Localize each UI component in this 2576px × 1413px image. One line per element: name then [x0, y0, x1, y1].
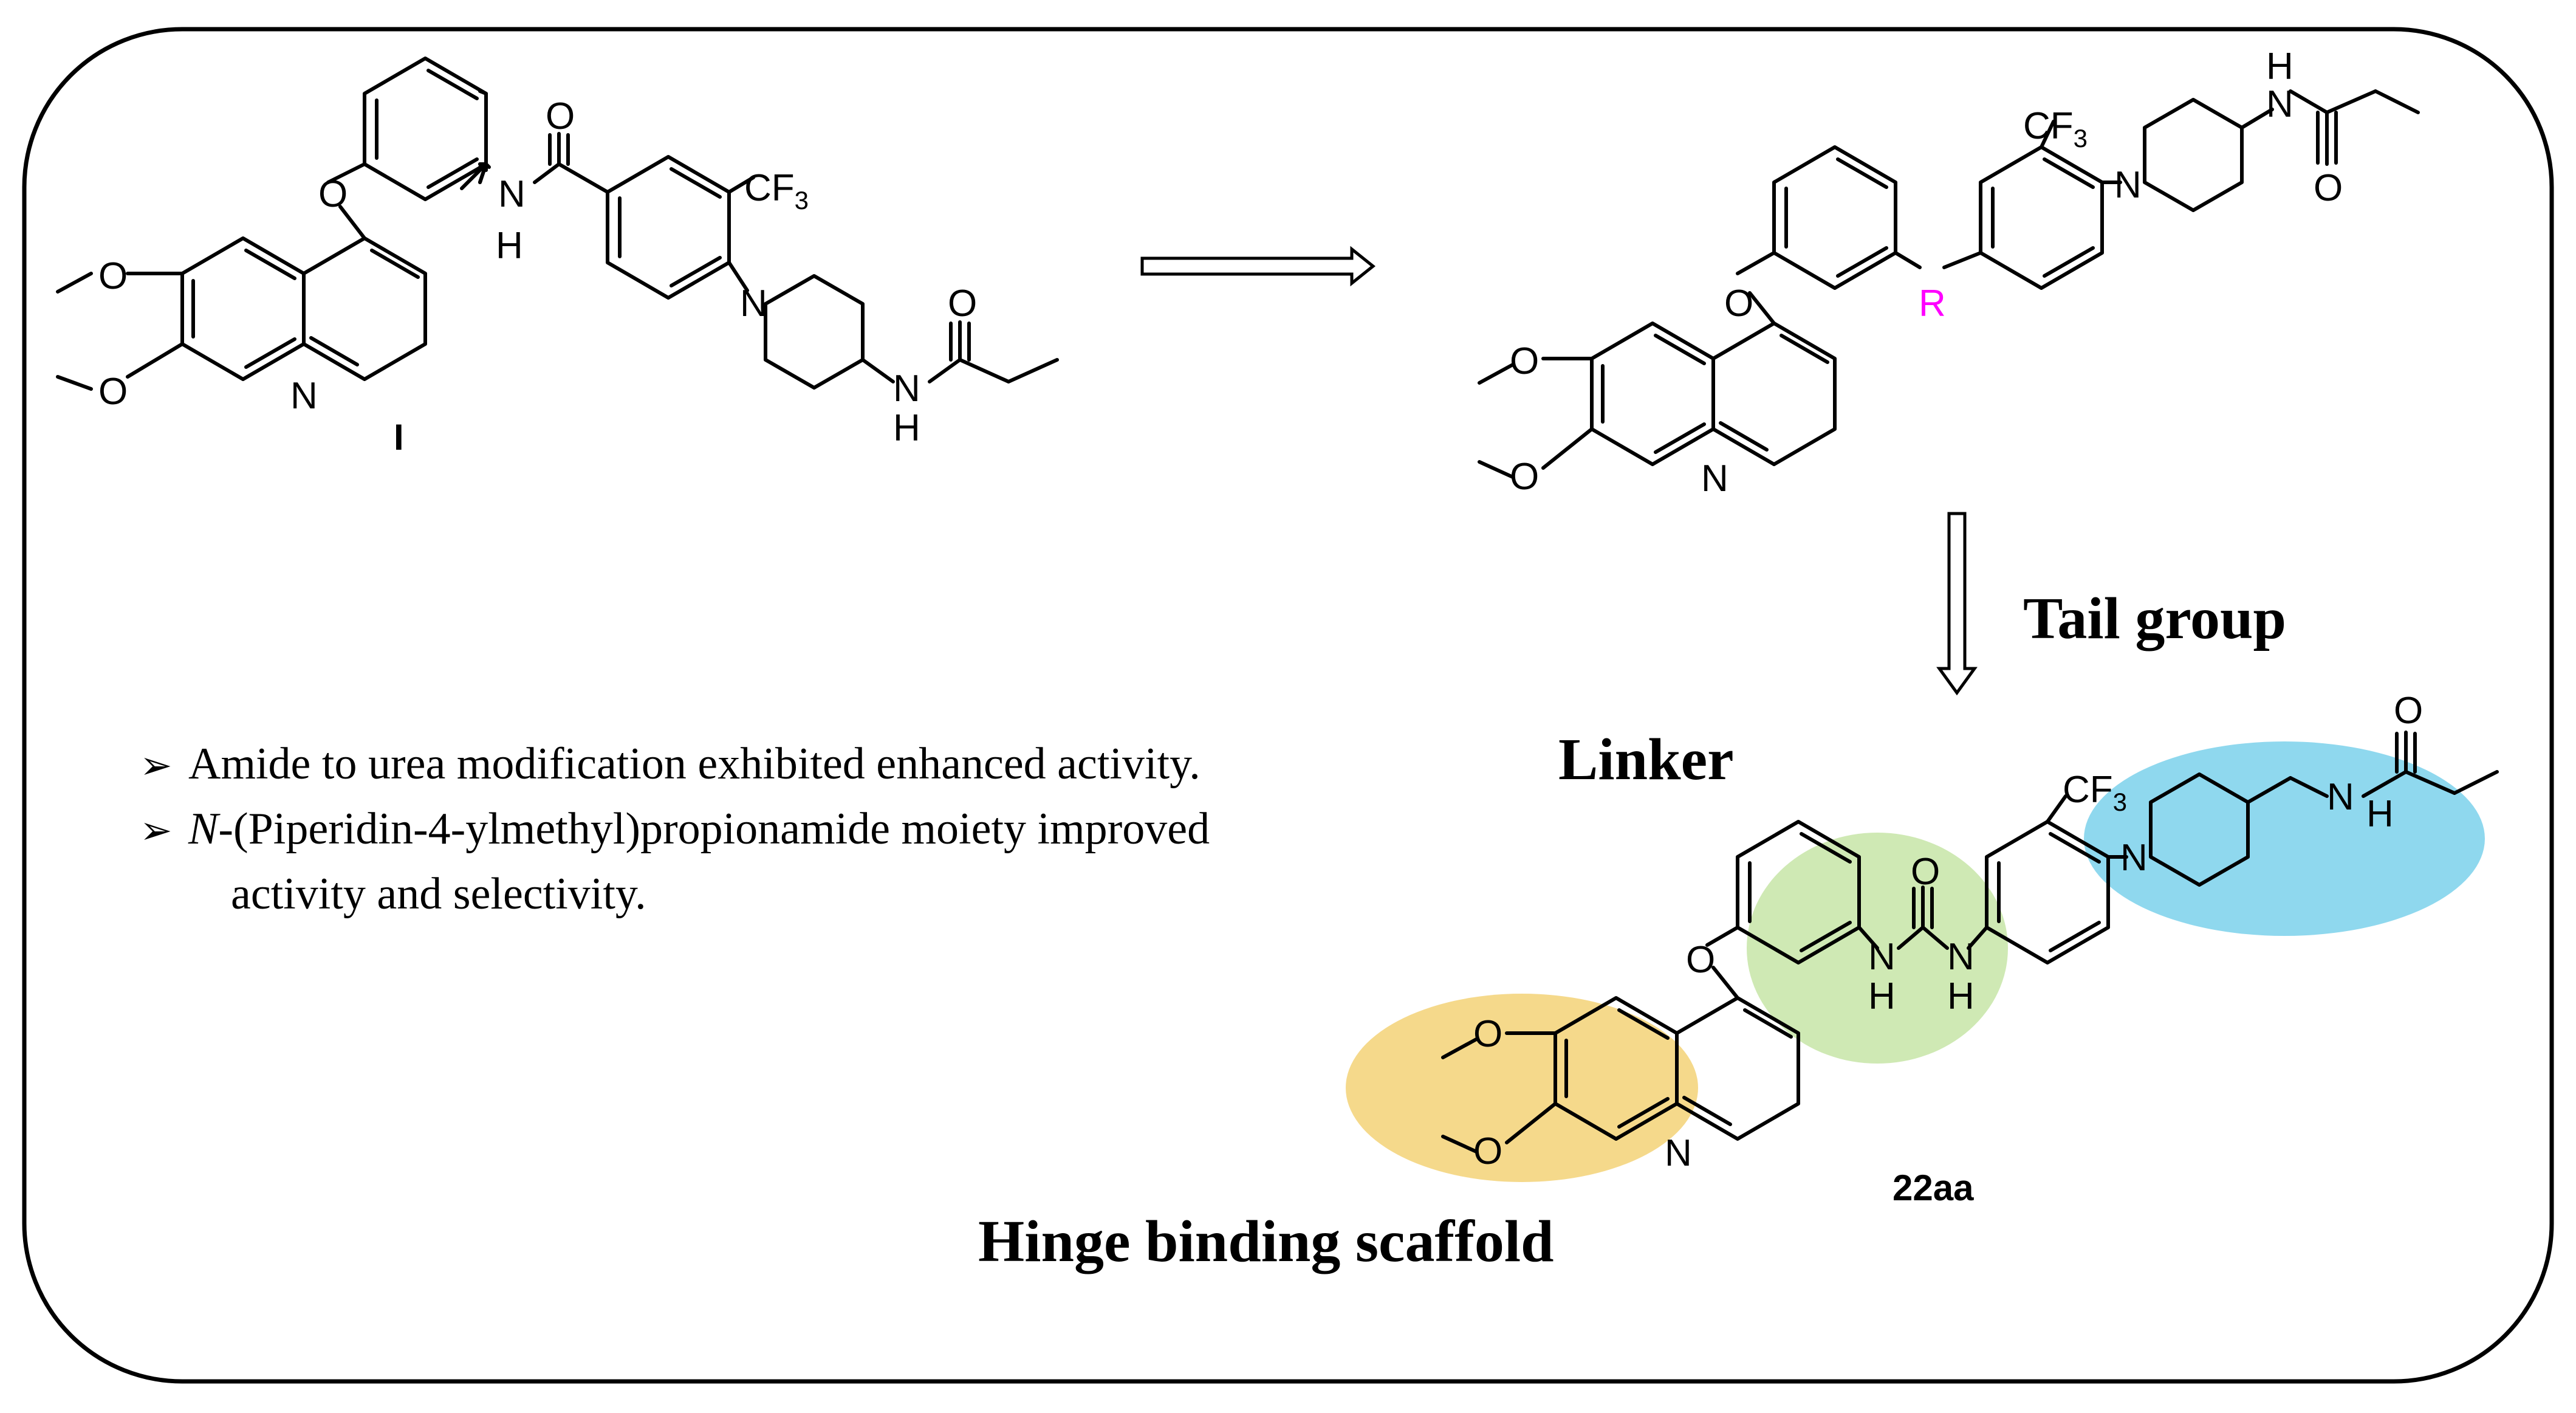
atom-O: O	[546, 95, 575, 137]
atom-O: O	[318, 173, 348, 215]
hinge-label: Hinge binding scaffold	[978, 1209, 1554, 1274]
tail-highlight	[2084, 741, 2485, 936]
atom-N: N	[2266, 83, 2293, 125]
atom-R: R	[1919, 283, 1946, 325]
atom-H: H	[2266, 46, 2293, 88]
intermediate-atoms: O O O N R CF3 N H N O	[1510, 46, 2343, 500]
intermediate-structure	[1478, 89, 2420, 479]
hinge-highlight	[1346, 994, 1698, 1182]
atom-N: N	[2120, 837, 2148, 879]
note-text: N-(Piperidin-4-ylmethyl)propionamide moi…	[188, 797, 1355, 861]
design-notes: ➢ Amide to urea modification exhibited e…	[140, 732, 1355, 926]
atom-O: O	[1686, 939, 1715, 981]
note-item: ➢ Amide to urea modification exhibited e…	[140, 732, 1355, 797]
atom-O: O	[1510, 456, 1539, 498]
compound-I-structure	[56, 57, 1059, 391]
atom-O: O	[1911, 851, 1940, 893]
atom-N: N	[2327, 776, 2354, 818]
compound-22aa-label: 22aa	[1893, 1167, 1974, 1208]
atom-N: N	[1868, 936, 1896, 978]
note-item: ➢ N-(Piperidin-4-ylmethyl)propionamide m…	[140, 797, 1355, 862]
linker-label: Linker	[1558, 727, 1734, 792]
atom-CF3: CF3	[2063, 769, 2127, 816]
atom-N: N	[893, 368, 920, 410]
atom-N: N	[1665, 1132, 1692, 1174]
note-continuation: activity and selectivity.	[231, 869, 646, 919]
atom-O: O	[98, 371, 128, 413]
atom-CF3: CF3	[2023, 105, 2088, 153]
compound-22aa-atoms: O O O N N H O N H CF3 N N H O 22aa	[1473, 690, 2423, 1208]
atom-O: O	[1510, 340, 1539, 382]
atom-O: O	[948, 283, 977, 325]
transform-arrow-down	[1936, 512, 1978, 696]
note-text-rest: -(Piperidin-4-ylmethyl)propionamide moie…	[218, 804, 1210, 854]
compound-I-label: I	[394, 417, 404, 458]
italic-N: N	[188, 804, 219, 854]
atom-O: O	[2394, 690, 2423, 732]
atom-H: H	[2366, 793, 2394, 835]
atom-O: O	[2314, 167, 2343, 209]
atom-CF3: CF3	[744, 167, 809, 215]
atom-N: N	[1947, 936, 1975, 978]
transform-arrow-right	[1140, 246, 1376, 287]
atom-O: O	[98, 255, 128, 297]
tail-group-label: Tail group	[2023, 586, 2286, 651]
atom-H: H	[893, 407, 920, 449]
arrow-bullet-icon: ➢	[140, 809, 173, 852]
atom-H: H	[496, 225, 523, 267]
atom-O: O	[1724, 283, 1753, 325]
compound-22aa-structure	[1441, 731, 2499, 1153]
atom-O: O	[1473, 1130, 1502, 1172]
atom-N: N	[498, 173, 526, 215]
atom-N: N	[2114, 164, 2142, 206]
outer-frame	[22, 27, 2554, 1384]
atom-H: H	[1868, 975, 1896, 1017]
compound-I-atoms: O O O N N H O CF3 N N H O I	[98, 95, 977, 458]
atom-N: N	[1701, 458, 1728, 500]
atom-O: O	[1473, 1013, 1502, 1055]
arrow-bullet-icon: ➢	[140, 744, 173, 787]
note-text: Amide to urea modification exhibited enh…	[188, 739, 1201, 789]
atom-H: H	[1947, 975, 1975, 1017]
atom-N: N	[290, 375, 318, 417]
atom-N: N	[740, 283, 767, 325]
